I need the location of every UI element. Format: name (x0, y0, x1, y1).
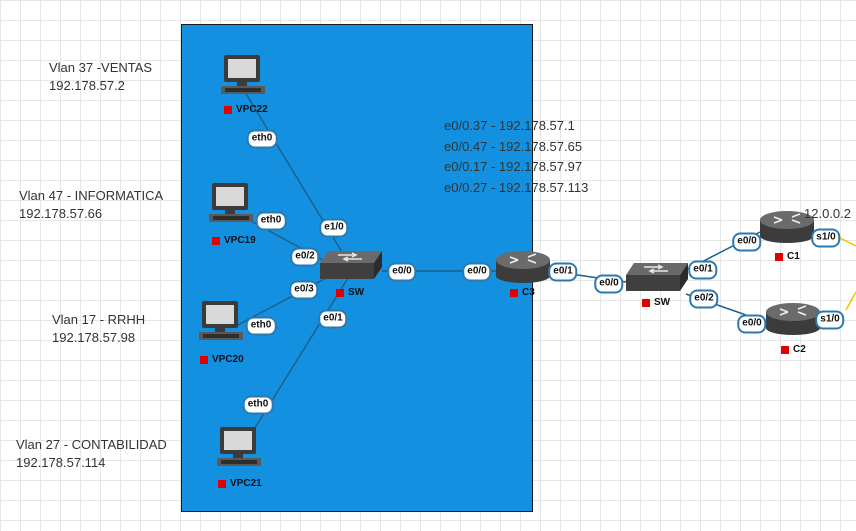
note-ip: 192.178.57.98 (52, 330, 136, 345)
c3-router-icon[interactable] (494, 248, 552, 284)
vpc21-label: VPC21 (218, 478, 262, 489)
note-ip: 192.178.57.2 (49, 78, 125, 93)
status-mark (336, 288, 344, 297)
iface-sw-e0-3[interactable]: e0/3 (289, 280, 319, 300)
device-name: VPC20 (212, 354, 244, 365)
vpc21-pc-icon[interactable] (216, 426, 266, 472)
iface-c3-e0-1[interactable]: e0/1 (548, 262, 578, 282)
status-mark (642, 298, 650, 307)
sw-outer-label: SW (642, 297, 670, 308)
note-title: Vlan 47 - INFORMATICA (19, 188, 164, 203)
vpc22-label: VPC22 (224, 104, 268, 115)
vpc19-label: VPC19 (212, 235, 256, 246)
device-name: SW (348, 287, 365, 298)
note-vlan47: Vlan 47 - INFORMATICA 192.178.57.66 (19, 187, 163, 223)
note-ip: 192.178.57.66 (19, 206, 103, 221)
iface-vpc21-eth0[interactable]: eth0 (242, 395, 274, 415)
iface-sw2-e0-2[interactable]: e0/2 (689, 289, 719, 309)
device-name: SW (654, 297, 671, 308)
status-mark (224, 105, 232, 114)
subinterface-line: e0/0.47 - 192.178.57.65 (444, 138, 583, 154)
vpc20-pc-icon[interactable] (198, 300, 248, 346)
iface-sw-e0-2[interactable]: e0/2 (290, 247, 320, 267)
note-vlan27: Vlan 27 - CONTABILIDAD 192.178.57.114 (16, 436, 167, 472)
device-name: C3 (522, 287, 535, 298)
router-subinterface-list: e0/0.37 - 192.178.57.1 e0/0.47 - 192.178… (444, 116, 588, 198)
iface-c2-e0-0[interactable]: e0/0 (737, 314, 767, 334)
note-ip: 192.178.57.114 (16, 455, 106, 470)
c1-label: C1 (775, 251, 800, 262)
c2-router-icon[interactable] (764, 300, 822, 336)
iface-sw2-e0-1[interactable]: e0/1 (688, 260, 718, 280)
device-name: VPC22 (236, 104, 268, 115)
status-mark (781, 345, 789, 354)
iface-c2-s1-0[interactable]: s1/0 (815, 310, 845, 330)
c1-router-icon[interactable] (758, 208, 816, 244)
subinterface-line: e0/0.37 - 192.178.57.1 (444, 118, 575, 133)
note-vlan37: Vlan 37 -VENTAS 192.178.57.2 (49, 59, 152, 95)
vpc22-pc-icon[interactable] (220, 54, 270, 100)
status-mark (212, 236, 220, 245)
note-vlan17: Vlan 17 - RRHH 192.178.57.98 (52, 311, 145, 347)
note-title: Vlan 37 -VENTAS (49, 60, 153, 75)
iface-sw2-e0-0[interactable]: e0/0 (594, 274, 624, 294)
device-name: C1 (787, 251, 800, 262)
iface-c1-e0-0[interactable]: e0/0 (732, 232, 762, 252)
status-mark (200, 355, 208, 364)
iface-vpc19-eth0[interactable]: eth0 (255, 211, 287, 231)
iface-c3-e0-0[interactable]: e0/0 (462, 262, 492, 282)
subinterface-line: e0/0.17 - 192.178.57.97 (444, 159, 583, 174)
note-title: Vlan 27 - CONTABILIDAD (16, 437, 167, 452)
c3-label: C3 (510, 287, 535, 298)
subinterface-line: e0/0.27 - 192.178.57.113 (444, 179, 589, 195)
iface-sw-e0-0[interactable]: e0/0 (387, 262, 417, 282)
c1-serial-ip-label: 12.0.0.2 (804, 206, 851, 221)
status-mark (510, 288, 518, 297)
sw-outer-switch-icon[interactable] (624, 260, 690, 294)
sw-inner-label: SW (336, 287, 364, 298)
serial-link-c1 (839, 237, 856, 247)
link-vpc21-sw (239, 277, 349, 453)
c2-label: C2 (781, 344, 806, 355)
iface-vpc22-eth0[interactable]: eth0 (246, 129, 278, 149)
serial-link-c2 (845, 291, 856, 311)
sw-inner-switch-icon[interactable] (318, 248, 384, 282)
note-title: Vlan 17 - RRHH (52, 312, 146, 327)
device-name: VPC19 (224, 235, 256, 246)
device-name: VPC21 (230, 478, 262, 489)
status-mark (775, 252, 783, 261)
vpc20-label: VPC20 (200, 354, 244, 365)
vpc19-pc-icon[interactable] (208, 182, 258, 228)
iface-sw-e0-1[interactable]: e0/1 (318, 309, 348, 329)
iface-vpc20-eth0[interactable]: eth0 (245, 316, 277, 336)
status-mark (218, 479, 226, 488)
iface-sw-e1-0[interactable]: e1/0 (319, 218, 349, 238)
device-name: C2 (793, 344, 806, 355)
iface-c1-s1-0[interactable]: s1/0 (811, 228, 841, 248)
